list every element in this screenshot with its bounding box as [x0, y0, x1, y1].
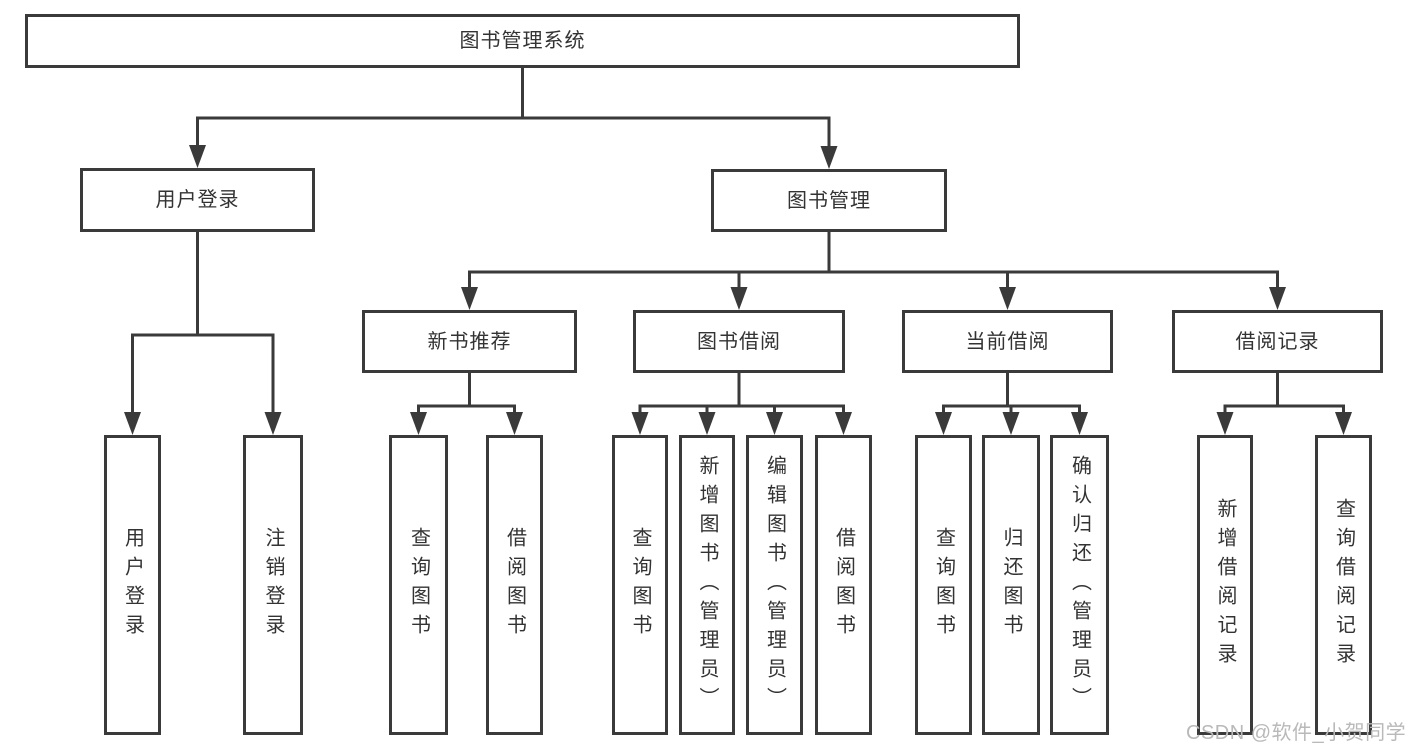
leaf-label: 用户登录	[121, 527, 144, 643]
leaf-label: 查询图书	[932, 527, 955, 643]
leaf-add-borrow-record: 新增借阅记录	[1197, 435, 1253, 735]
leaf-label: 借阅图书	[832, 527, 855, 643]
node-label: 用户登录	[155, 189, 240, 211]
arrowhead-g4-leaf1	[935, 412, 952, 435]
leaf-query-books-3: 查询图书	[915, 435, 972, 735]
arrowhead-book-borrowing	[730, 287, 748, 310]
leaf-edit-books-admin: 编辑图书（管理员）	[746, 435, 803, 735]
leaf-label: 归还图书	[1000, 527, 1022, 643]
arrowhead-g3-leaf3	[766, 412, 783, 435]
leaf-label: 新增图书（管理员）	[696, 454, 718, 716]
node-label: 当前借阅	[965, 330, 1050, 353]
leaf-logout: 注销登录	[243, 435, 303, 735]
leaf-query-books-2: 查询图书	[612, 435, 668, 735]
arrowhead-current-borrowing	[999, 287, 1016, 310]
leaf-user-login: 用户登录	[104, 435, 161, 735]
csdn-watermark: CSDN @软件_小贺同学	[1186, 722, 1405, 744]
leaf-label: 确认归还（管理员）	[1068, 454, 1091, 716]
arrowhead-leaf-logout	[264, 412, 282, 435]
leaf-label: 查询图书	[407, 527, 430, 643]
arrowhead-g4-leaf2	[1002, 412, 1020, 435]
leaf-label: 查询借阅记录	[1332, 498, 1355, 672]
node-label: 新书推荐	[427, 330, 512, 353]
arrowhead-book-management	[820, 146, 838, 169]
arrowhead-g3-leaf2	[698, 412, 716, 435]
node-book-management: 图书管理	[711, 169, 947, 232]
arrowhead-g5-leaf2	[1335, 412, 1352, 435]
arrowhead-g3-leaf1	[631, 412, 649, 435]
node-user-login: 用户登录	[80, 168, 315, 232]
leaf-label: 新增借阅记录	[1214, 498, 1236, 672]
leaf-query-borrow-record: 查询借阅记录	[1315, 435, 1372, 735]
leaf-confirm-return-admin: 确认归还（管理员）	[1050, 435, 1109, 735]
node-borrowing-records: 借阅记录	[1172, 310, 1383, 373]
node-library-management-system: 图书管理系统	[25, 14, 1020, 68]
arrowhead-leaf-user-login	[124, 412, 141, 435]
node-label: 借阅记录	[1235, 330, 1320, 353]
leaf-add-books-admin: 新增图书（管理员）	[679, 435, 735, 735]
leaf-query-books-1: 查询图书	[389, 435, 448, 735]
leaf-label: 查询图书	[629, 527, 651, 643]
arrowhead-g2-leaf1	[410, 412, 427, 435]
node-current-borrowing: 当前借阅	[902, 310, 1113, 373]
leaf-label: 编辑图书（管理员）	[763, 454, 786, 716]
leaf-return-books: 归还图书	[982, 435, 1040, 735]
node-label: 图书管理	[787, 189, 871, 212]
leaf-borrow-books-1: 借阅图书	[486, 435, 543, 735]
arrowhead-g5-leaf1	[1216, 412, 1234, 435]
node-new-book-recommendation: 新书推荐	[362, 310, 577, 373]
leaf-label: 借阅图书	[503, 527, 526, 643]
arrowhead-g2-leaf2	[506, 412, 523, 435]
arrowhead-borrowing-records	[1269, 287, 1286, 310]
node-label: 图书借阅	[697, 330, 781, 353]
leaf-borrow-books-2: 借阅图书	[815, 435, 872, 735]
node-label: 图书管理系统	[459, 30, 586, 52]
leaf-label: 注销登录	[262, 527, 284, 643]
arrowhead-g3-leaf4	[835, 412, 852, 435]
arrowhead-g4-leaf3	[1071, 412, 1088, 435]
arrowhead-new-book	[461, 287, 478, 310]
arrowhead-user-login	[189, 145, 206, 168]
node-book-borrowing: 图书借阅	[633, 310, 845, 373]
